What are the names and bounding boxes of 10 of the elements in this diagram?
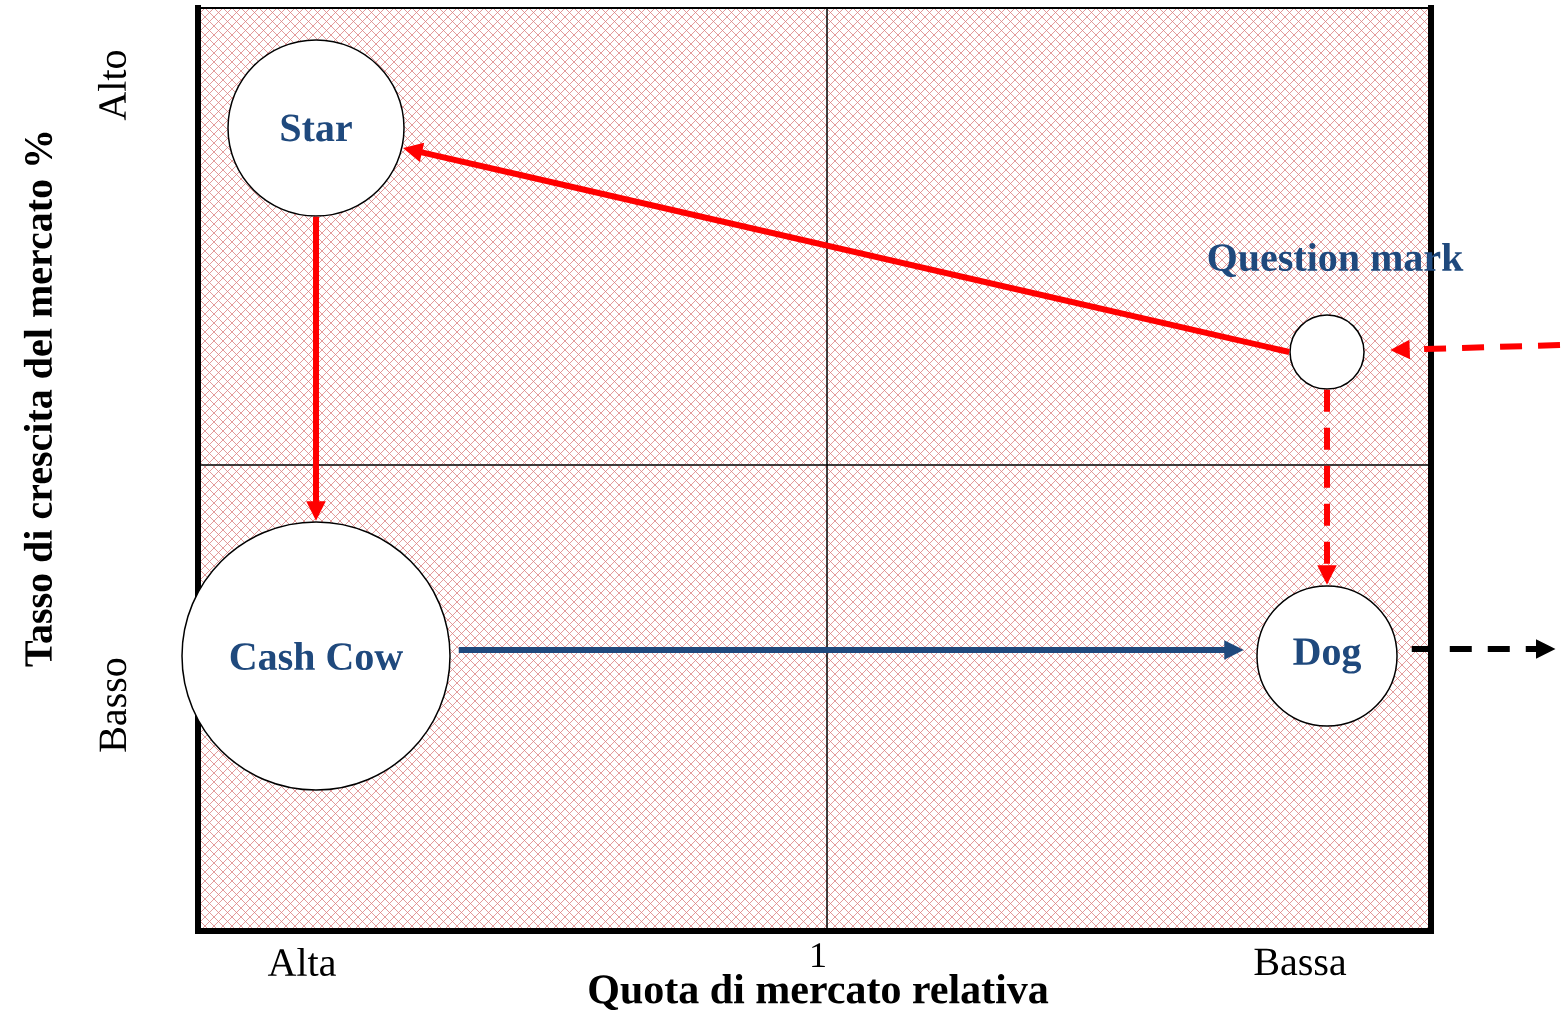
circle-bubble: Cash Cow: [181, 521, 451, 791]
axis-tick-label: 1: [812, 943, 825, 967]
axis-tick-label: Alto: [97, 50, 127, 121]
axis-title: Quota di mercato relativa: [589, 974, 1049, 1010]
circle-bubble: Dog: [1256, 585, 1398, 727]
axis-title: Tasso di crescita del mercato %: [23, 132, 53, 667]
axis-tick-label: Bassa: [1254, 948, 1347, 976]
axis-tick-label: Basso: [99, 658, 127, 752]
axis-tick-label: Alta: [267, 947, 336, 977]
circle-bubble: Star: [227, 39, 405, 217]
